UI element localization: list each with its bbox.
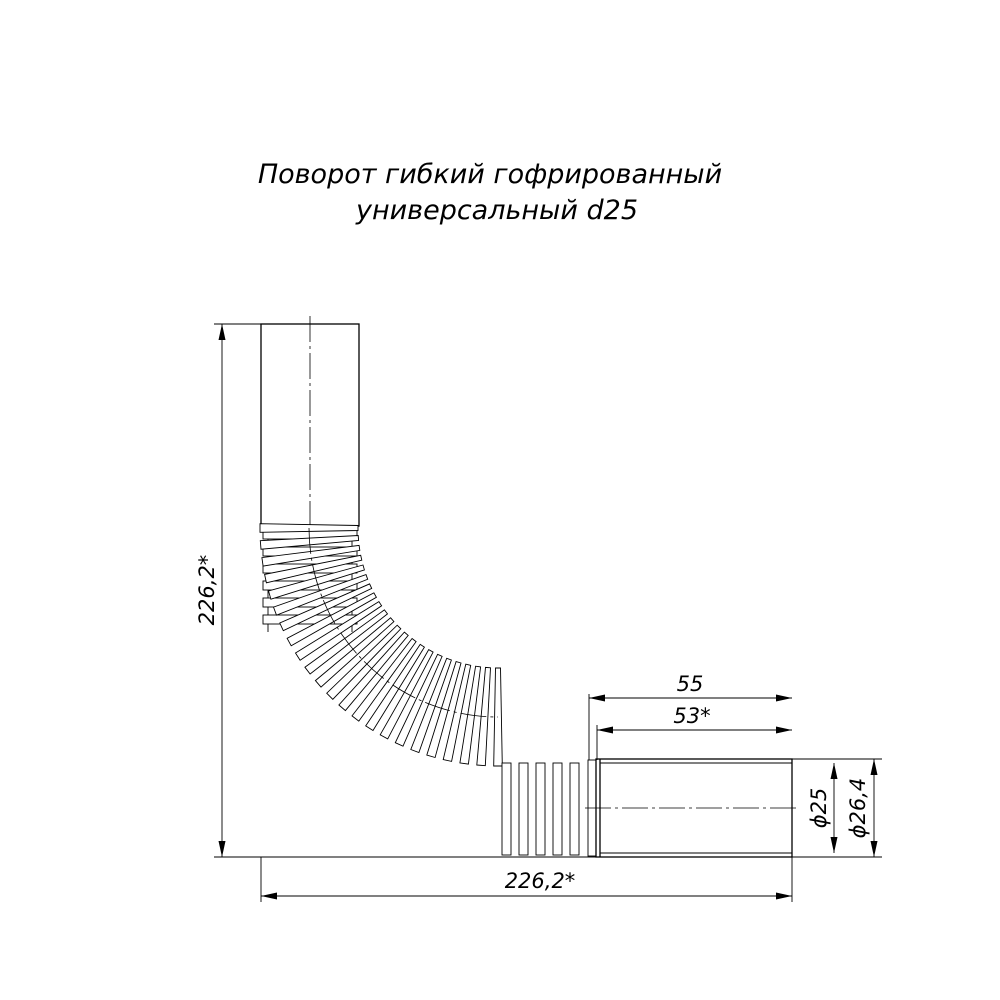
dimension-socket-length-ref: 53*: [597, 704, 792, 734]
dimension-height: 226,2*: [195, 324, 226, 857]
dimension-outer-diameter-label: ϕ26,4: [846, 778, 870, 839]
corrugation-rib: [426, 661, 462, 759]
corrugated-bend: [259, 523, 597, 857]
corrugation-rib: [279, 583, 373, 632]
bend-centerline: [308, 527, 499, 718]
corrugation-rib: [294, 600, 383, 661]
corrugation-rib: [552, 762, 563, 856]
corrugation-rib: [314, 617, 395, 688]
dimension-inner-diameter: ϕ25: [807, 763, 838, 853]
dimension-width: 226,2*: [261, 869, 792, 900]
corrugation-rib: [518, 762, 529, 856]
corrugation-rib: [304, 609, 389, 675]
corrugation-rib: [379, 648, 434, 740]
corrugation-rib: [326, 624, 402, 700]
corrugation-rib: [410, 657, 452, 754]
corrugation-rib: [261, 544, 361, 567]
title-line-1: Поворот гибкий гофрированный: [258, 159, 722, 190]
extension-lines: [214, 323, 882, 902]
corrugation-rib: [267, 564, 365, 600]
upper-socket: [260, 316, 360, 540]
right-socket: [585, 758, 800, 858]
corrugation-rib: [338, 631, 409, 712]
corrugation-rib: [351, 637, 417, 722]
corrugation-rib: [442, 663, 472, 762]
dimension-width-label: 226,2*: [505, 869, 576, 893]
corrugation-rib: [272, 574, 369, 616]
dimension-socket-length-label: 55: [677, 672, 704, 696]
title-line-2: универсальный d25: [355, 195, 638, 226]
corrugation-rib: [365, 643, 426, 732]
dimension-inner-diameter-label: ϕ25: [807, 788, 831, 829]
dimension-height-label: 226,2*: [195, 555, 219, 626]
corrugation-rib: [569, 762, 580, 856]
corrugation-rib: [501, 762, 512, 856]
dimension-socket-length: 55: [589, 672, 792, 702]
corrugation-rib: [394, 653, 443, 747]
dimension-outer-diameter: ϕ26,4: [846, 759, 878, 857]
dimension-socket-length-ref-label: 53*: [673, 704, 710, 728]
corrugation-rib: [535, 762, 546, 856]
corrugation-rib: [286, 592, 378, 647]
